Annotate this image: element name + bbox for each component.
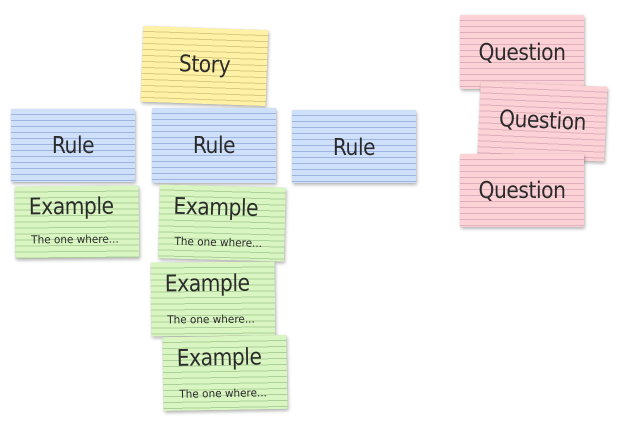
example-card-detail: The one where... <box>31 232 119 247</box>
example-card-2[interactable]: Example The one where... <box>158 184 286 262</box>
rule-card-2[interactable]: Rule <box>152 108 276 183</box>
example-card-3[interactable]: Example The one where... <box>150 261 276 337</box>
example-card-detail: The one where... <box>174 234 263 251</box>
rule-card-label: Rule <box>51 133 95 159</box>
question-card-label: Question <box>478 40 566 66</box>
rule-card-3[interactable]: Rule <box>292 110 416 183</box>
example-card-label: Example <box>173 193 259 222</box>
question-card-label: Question <box>478 178 566 204</box>
example-card-label: Example <box>28 193 114 221</box>
rule-card-label: Rule <box>332 135 376 161</box>
question-card-1[interactable]: Question <box>460 15 584 89</box>
question-card-3[interactable]: Question <box>460 154 584 227</box>
example-card-detail: The one where... <box>179 386 268 401</box>
rule-card-1[interactable]: Rule <box>11 109 135 182</box>
example-card-4[interactable]: Example The one where... <box>162 334 288 412</box>
question-card-2[interactable]: Question <box>477 81 608 162</box>
example-card-label: Example <box>176 344 262 372</box>
question-card-label: Question <box>498 106 587 136</box>
example-card-1[interactable]: Example The one where... <box>14 185 140 259</box>
story-card-label: Story <box>178 51 231 79</box>
rule-card-label: Rule <box>192 133 236 159</box>
example-card-detail: The one where... <box>167 312 255 327</box>
story-card[interactable]: Story <box>140 25 269 107</box>
example-card-label: Example <box>164 270 250 298</box>
